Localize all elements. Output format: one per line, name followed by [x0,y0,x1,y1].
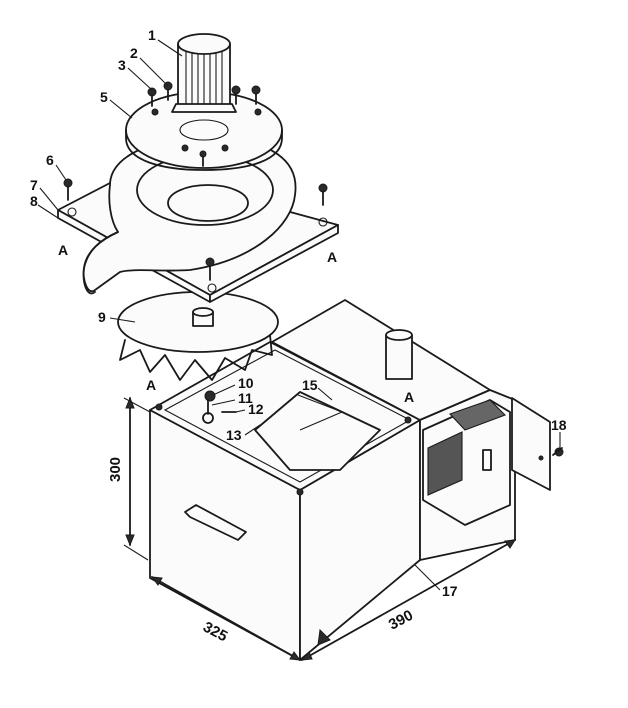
fasteners [63,81,564,496]
cover-plate-hole [179,119,229,141]
cover-bolt-hole [181,144,189,152]
dim-arrow-icon [289,651,302,661]
section-marker-a: A [404,389,414,405]
dim-arrow-icon [150,576,163,586]
dim-arrow-icon [125,534,135,547]
section-marker-a: A [327,249,337,265]
part-label-8: 8 [30,193,38,209]
volute-outlet [82,231,119,295]
part-label-5: 5 [100,89,108,105]
chute-rod [299,411,343,431]
part-labels: 1 2 3 5 6 7 8 9 10 11 12 13 15 17 18 [30,27,567,599]
section-markers: A A A A [58,242,414,405]
chute-plate [254,391,381,471]
motor-flange [171,103,237,113]
outlet-pipe [385,334,413,380]
cover-bolt-hole [221,144,229,152]
bolt-icon [199,150,207,167]
part-label-17: 17 [442,583,458,599]
part-label-9: 9 [98,309,106,325]
part-label-15: 15 [302,377,318,393]
impeller-hub-top [192,307,214,317]
motor-top [177,33,231,55]
basket-latch [482,449,492,471]
dim-arrow-icon [300,651,313,661]
access-door [511,397,551,491]
dim-depth-line [301,539,516,661]
plate-bolt-hole [207,283,217,293]
dimension-lines [123,396,516,661]
impeller-blades [119,334,273,381]
cover-plate-rim [125,129,283,171]
part-label-6: 6 [46,152,54,168]
bolt-icon [552,447,564,457]
bolt-icon [231,85,241,105]
leader-lines [37,39,561,591]
motor [171,33,237,113]
plate-bolt-hole [67,207,77,217]
dim-arrow-icon [125,396,135,409]
dim-width-line [151,576,301,661]
bolt-icon [205,257,215,281]
section-marker-a: A [146,377,156,393]
part-label-3: 3 [118,57,126,73]
plate-bolt-hole [318,217,328,227]
cover-bolt-hole [151,108,159,116]
chute-rod [297,394,343,413]
basket-mesh [427,431,463,496]
part-label-10: 10 [238,375,254,391]
plate-edge-side [209,224,339,303]
part-label-11: 11 [238,390,253,406]
part-label-2: 2 [130,45,138,61]
volute-eye [167,184,249,222]
corner-bolt-icon [404,416,412,424]
basket-top-mesh [449,399,506,431]
bolt-icon [251,85,261,105]
bolt-icon [63,178,73,201]
section-marker-a: A [58,242,68,258]
bolt-icon [202,390,216,424]
filter-basket [422,399,511,526]
motor-cover-plate [125,91,283,171]
part-label-13: 13 [226,427,242,443]
part-label-7: 7 [30,177,38,193]
corner-bolt-icon [296,488,304,496]
part-label-12: 12 [248,401,264,417]
dim-height-label: 300 [107,457,124,482]
housing-foot [317,628,331,646]
dim-width-label: 325 [200,619,230,646]
corner-bolt-icon [155,403,163,411]
housing-handle [184,504,247,541]
bolt-icon [318,183,328,206]
part-label-18: 18 [551,417,567,433]
motor-cooling-fins [185,52,223,107]
inner-chute [254,391,381,471]
door-screw-hole [538,455,544,461]
cover-bolt-hole [254,108,262,116]
part-label-1: 1 [148,27,156,43]
outlet-pipe-rim [385,329,413,341]
bolt-icon [147,87,157,107]
dim-arrow-icon [504,539,516,549]
